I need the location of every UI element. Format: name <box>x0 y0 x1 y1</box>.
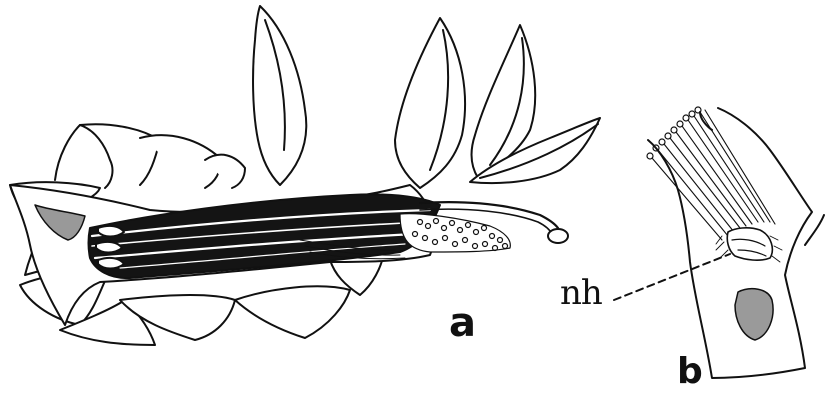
nectary-label: nh <box>560 273 602 313</box>
anther-cluster <box>400 214 510 252</box>
petal-outlines <box>10 6 600 345</box>
figure-b-nectary-detail <box>647 107 824 378</box>
figure-label-a: a <box>449 300 476 346</box>
figure-a-flower-section <box>10 6 600 345</box>
figure-label-b: b <box>677 351 703 392</box>
